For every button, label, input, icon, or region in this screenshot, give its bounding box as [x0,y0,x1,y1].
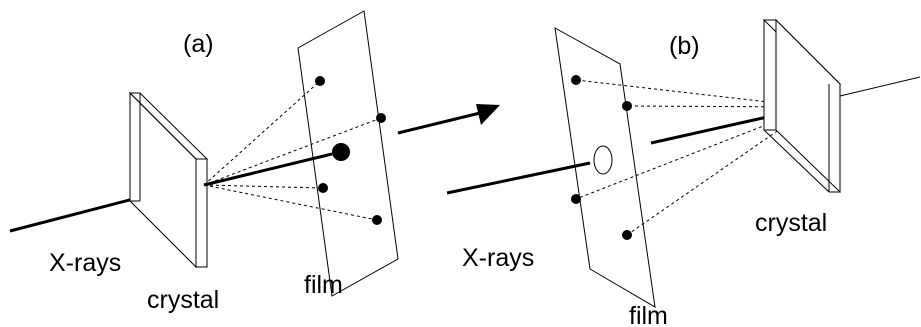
panel-a-crystal [128,91,209,269]
panel-b-transmitted-beam [839,76,921,97]
panel-b: (b) X-rays film [446,18,921,327]
panel-b-film-label: film [629,302,668,327]
panel-a-spot [372,215,382,225]
panel-b-xrays-label: X-rays [462,244,534,272]
panel-a-transmitted-beam [203,152,333,187]
panel-a-film [297,10,399,297]
panel-a-xrays-label: X-rays [49,249,121,277]
panel-a-central-spot [332,143,350,161]
panel-b-spot [571,75,581,85]
panel-b-spot [622,230,632,240]
panel-b-incident-beam [446,161,591,195]
panel-a-spot [376,113,386,123]
panel-b-label: (b) [669,32,700,60]
panel-b-film [554,27,656,308]
panel-a-spot [315,76,325,86]
panel-a-diffracted-rays [203,80,382,221]
panel-a-crystal-label: crystal [147,286,219,314]
panel-b-spot [571,194,581,204]
panel-a-film-label: film [304,271,343,299]
panel-a-label: (a) [183,30,214,58]
panel-a-beam-exit [397,111,481,135]
panel-b-crystal-label: crystal [755,209,827,237]
panel-a-arrowhead [476,104,500,125]
panel-b-film-hole [593,145,613,175]
panel-b-spot [622,101,632,111]
panel-a: (a) X-rays crystal [9,10,500,314]
panel-a-spot [318,183,328,193]
panel-b-crystal [762,18,842,194]
